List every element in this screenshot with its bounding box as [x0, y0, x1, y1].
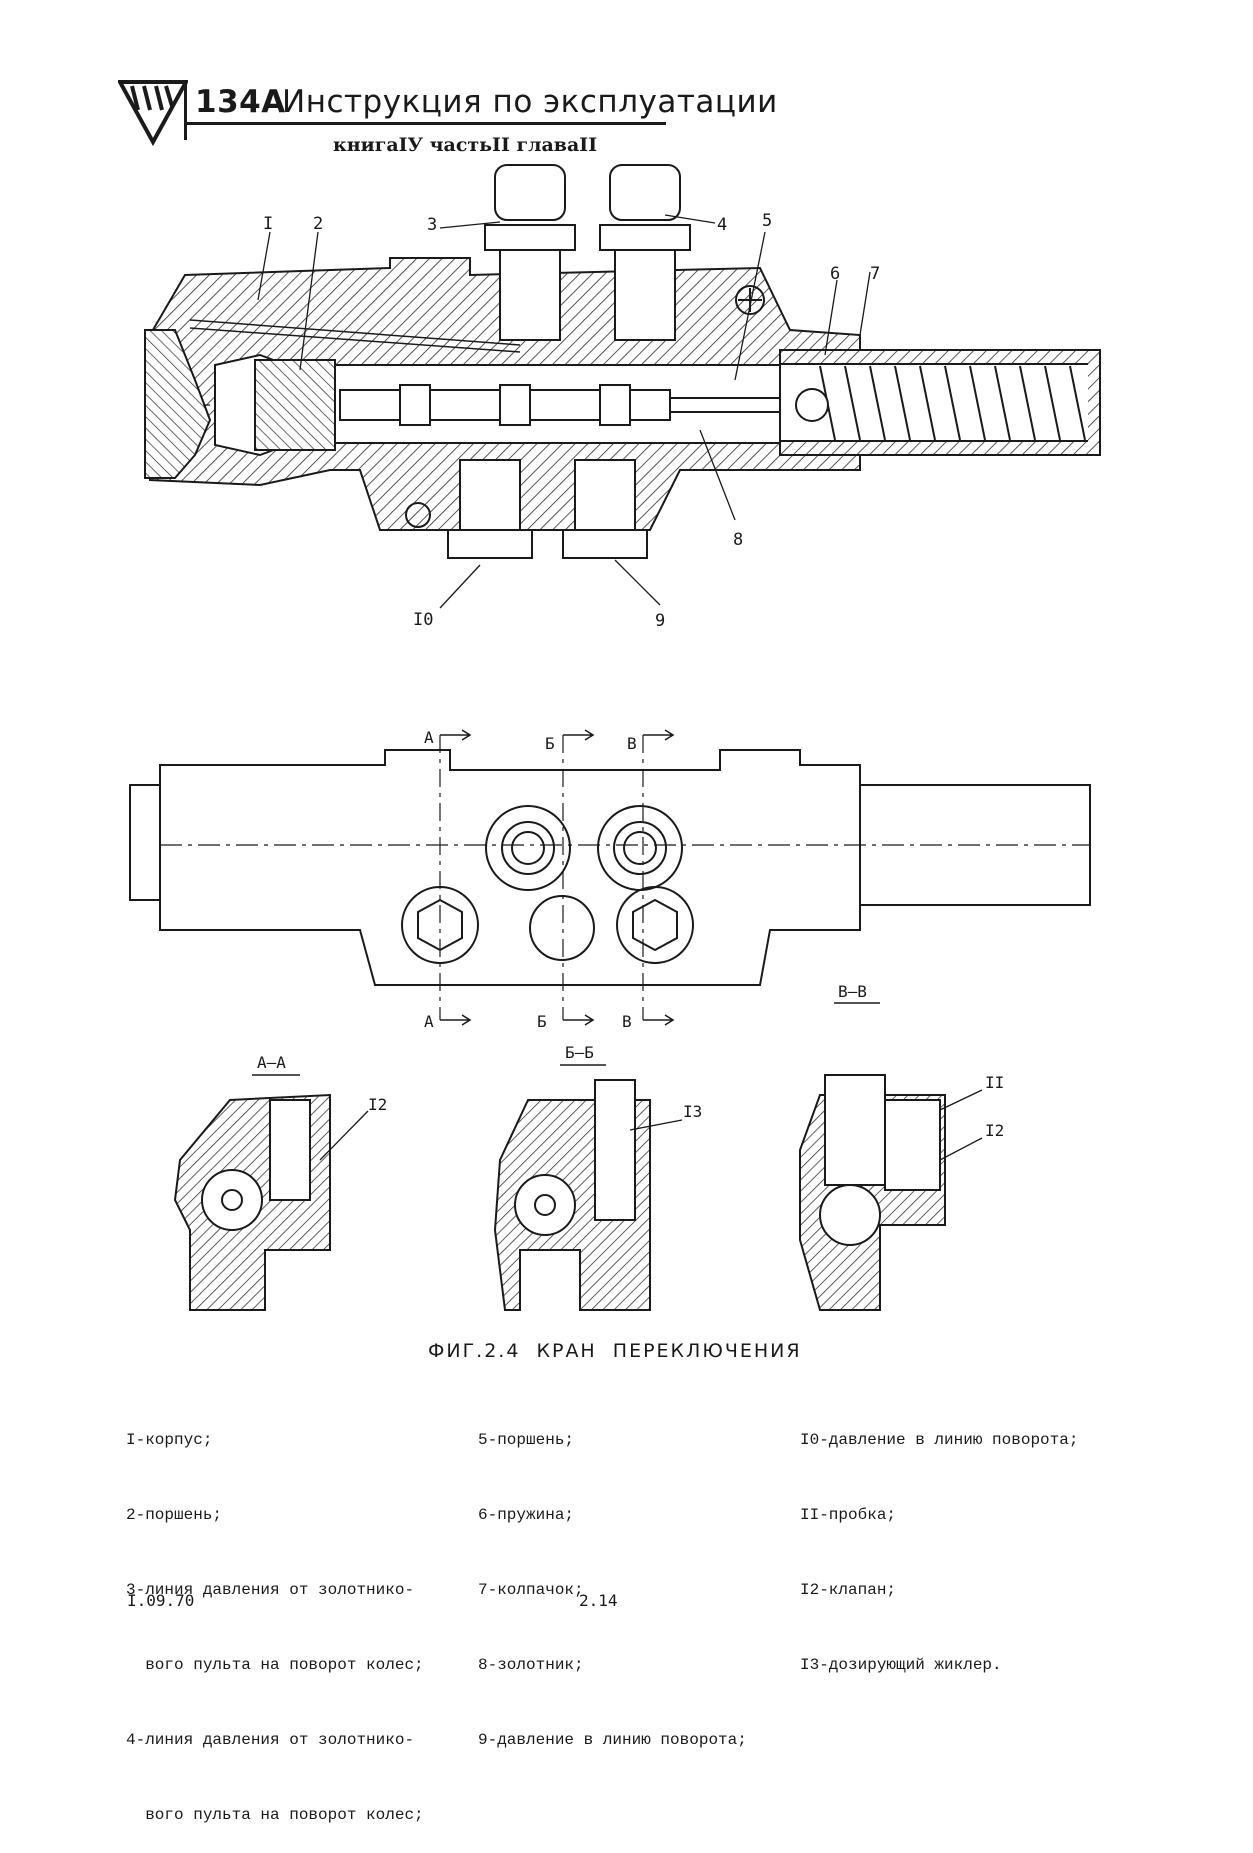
- top-view-drawing: А Б В А Б В В–В: [129, 728, 1091, 1031]
- callout-2: 2: [313, 214, 323, 234]
- section-mark-v-bottom: В: [622, 1012, 632, 1031]
- header-rule-vertical: [184, 82, 187, 140]
- section-vv-callout-2: I2: [985, 1121, 1004, 1140]
- manufacturer-logo: [118, 80, 188, 147]
- section-mark-a-top: А: [424, 728, 434, 747]
- callout-6: 6: [830, 264, 840, 284]
- legend-item: 2-поршень;: [126, 1506, 223, 1524]
- footer-date: I.09.70: [127, 1591, 195, 1610]
- callout-3: 3: [427, 215, 437, 235]
- legend-item: 7-колпачок;: [478, 1581, 584, 1599]
- section-mark-v-top: В: [627, 734, 637, 753]
- section-views: А–А I2 Б–Б I3 II I2: [173, 1043, 1004, 1311]
- callout-10: I0: [413, 610, 433, 630]
- section-aa-callout: I2: [368, 1095, 387, 1114]
- header-subtitle: книгаIУ частьII главаII: [333, 134, 598, 156]
- legend-item: II-пробка;: [800, 1506, 897, 1524]
- callout-9: 9: [655, 611, 665, 631]
- legend-column-1: I-корпус; 2-поршень; 3-линия давления от…: [126, 1378, 424, 1853]
- header-underline: [186, 122, 666, 125]
- callout-7: 7: [870, 264, 880, 284]
- legend-item: вого пульта на поворот колес;: [126, 1806, 424, 1824]
- legend-item: I0-давление в линию поворота;: [800, 1431, 1079, 1449]
- legend-item: 5-поршень;: [478, 1431, 575, 1449]
- section-mark-b-bottom: Б: [537, 1012, 547, 1031]
- header-title: Инструкция по эксплуатации: [282, 84, 778, 120]
- legend-item: 8-золотник;: [478, 1656, 584, 1674]
- callout-5: 5: [762, 211, 772, 231]
- callout-4: 4: [717, 215, 727, 235]
- legend-item: 3-линия давления от золотнико-: [126, 1581, 415, 1599]
- footer-page-number: 2.14: [579, 1591, 618, 1610]
- legend-item: I-корпус;: [126, 1431, 213, 1449]
- legend-item: 6-пружина;: [478, 1506, 575, 1524]
- section-mark-b-top: Б: [545, 734, 555, 753]
- section-aa-title: А–А: [257, 1053, 286, 1072]
- section-vv-callout-1: II: [985, 1073, 1004, 1092]
- section-bb-callout: I3: [683, 1102, 702, 1121]
- legend-item: I3-дозирующий жиклер.: [800, 1656, 1002, 1674]
- legend-item: 4-линия давления от золотнико-: [126, 1731, 415, 1749]
- callout-1: I: [263, 214, 273, 234]
- callout-8: 8: [733, 530, 743, 550]
- legend-item: 9-давление в линию поворота;: [478, 1731, 747, 1749]
- legend-item: I2-клапан;: [800, 1581, 897, 1599]
- main-sectional-drawing: I 2 3 4 5 6 7 8 9 I0: [144, 164, 1101, 631]
- header-model: 134А: [195, 84, 286, 120]
- figure-caption: ФИГ.2.4 КРАН ПЕРЕКЛЮЧЕНИЯ: [428, 1340, 802, 1362]
- section-label-vv: В–В: [838, 982, 867, 1001]
- legend-item: вого пульта на поворот колес;: [126, 1656, 424, 1674]
- section-bb-title: Б–Б: [565, 1043, 594, 1062]
- section-mark-a-bottom: А: [424, 1012, 434, 1031]
- legend-column-3: I0-давление в линию поворота; II-пробка;…: [800, 1378, 1078, 1703]
- legend-column-2: 5-поршень; 6-пружина; 7-колпачок; 8-золо…: [478, 1378, 747, 1778]
